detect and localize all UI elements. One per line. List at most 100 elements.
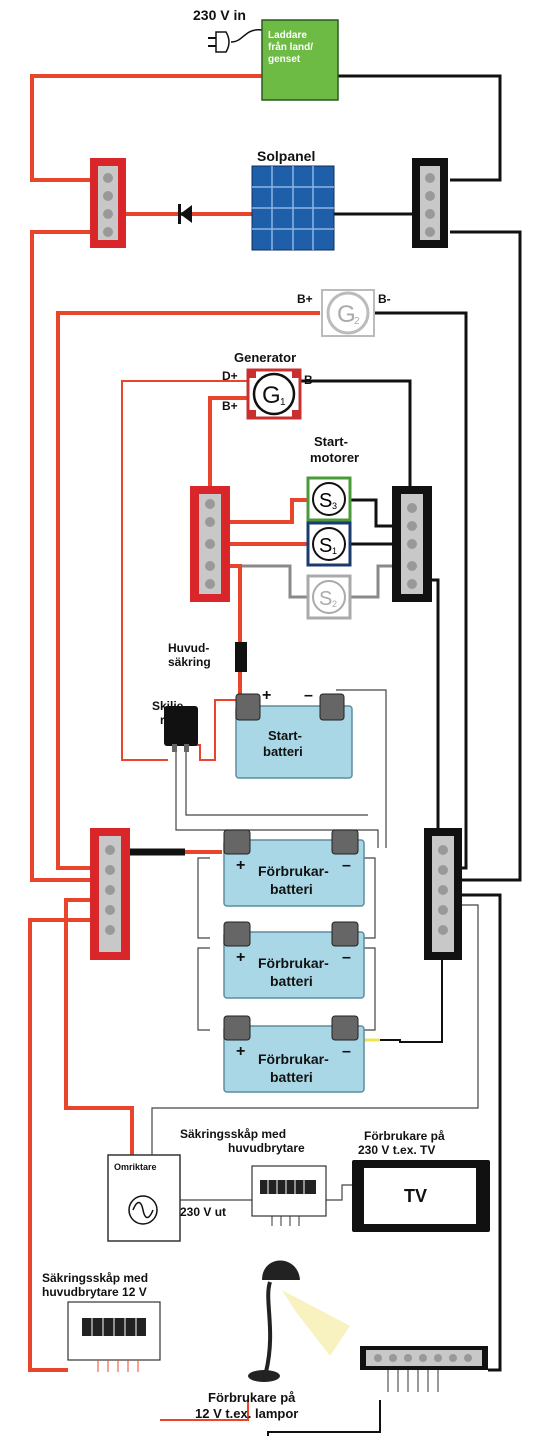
battery2-label-1: Förbrukar- bbox=[258, 955, 329, 971]
plug-icon bbox=[208, 29, 263, 53]
fuse-box-main-label-1: Säkringsskåp med bbox=[180, 1127, 286, 1141]
main-fuse-label-2: säkring bbox=[168, 655, 211, 669]
fusebox12-positive-wire bbox=[28, 918, 100, 1372]
relay-positive-wire bbox=[194, 699, 240, 761]
battery2-minus: – bbox=[342, 949, 351, 966]
g2-subscript: 2 bbox=[354, 316, 360, 327]
battery1-label-2: batteri bbox=[270, 881, 313, 897]
battery-link-1 bbox=[197, 857, 210, 939]
negative-terminal-bar bbox=[360, 1346, 488, 1392]
start-battery-terminal-minus bbox=[319, 693, 345, 721]
main-fuse-box: Säkringsskåp med huvudbrytare bbox=[180, 1127, 327, 1226]
charger-box bbox=[261, 19, 339, 101]
s3-subscript: 3 bbox=[332, 501, 337, 511]
charger-positive-wire bbox=[30, 74, 262, 182]
solar-busbar-to-consumer-busbar-wire bbox=[30, 230, 100, 882]
g2-letter: G bbox=[337, 301, 356, 328]
s2-letter: S bbox=[319, 588, 332, 610]
wires bbox=[28, 74, 522, 1436]
shore-power: 230 V in Laddare från land/ genset bbox=[193, 7, 339, 101]
negative-busbar-down-wire bbox=[450, 230, 522, 882]
start-motors-label-2: motorer bbox=[310, 450, 359, 465]
g1-dplus-wire bbox=[121, 380, 248, 761]
generator-g1: Generator D+ B+ B- G 1 bbox=[222, 350, 317, 420]
fuse-box-main-label-2: huvudbrytare bbox=[228, 1141, 305, 1155]
inverter-negative-wire bbox=[151, 904, 479, 1155]
tv-supply-wire bbox=[325, 1184, 356, 1201]
start-battery-label-1: Start- bbox=[268, 728, 302, 743]
battery-link-2 bbox=[197, 947, 210, 1031]
relay-sense-wire bbox=[175, 745, 379, 848]
main-fuse: Huvud- säkring bbox=[168, 641, 247, 672]
negative-bar-wire bbox=[452, 893, 502, 1372]
battery3-minus: – bbox=[342, 1043, 351, 1060]
battery1-plus: + bbox=[236, 857, 245, 874]
solar-panel-label: Solpanel bbox=[257, 148, 315, 164]
fuse-box-12v-label-2: huvudbrytare 12 V bbox=[42, 1285, 147, 1299]
charger-label-2: från land/ bbox=[268, 41, 313, 53]
consumer-battery-3: + – Förbrukar- batteri bbox=[223, 1015, 365, 1093]
fuse-box-12v: Säkringsskåp med huvudbrytare 12 V bbox=[42, 1271, 161, 1372]
start-battery-plus: + bbox=[262, 687, 271, 704]
battery1-label-1: Förbrukar- bbox=[258, 863, 329, 879]
battery3-plus: + bbox=[236, 1043, 245, 1060]
s2-subscript: 2 bbox=[332, 599, 337, 609]
consumers-12-label-2: 12 V t.ex. lampor bbox=[195, 1406, 298, 1421]
s1-letter: S bbox=[319, 535, 332, 557]
start-motors: Start- motorer S 3 S 1 S 2 bbox=[306, 434, 359, 620]
start-motors-label-1: Start- bbox=[314, 434, 348, 449]
relay-output-wire bbox=[185, 745, 368, 816]
start-negative-wire bbox=[425, 578, 440, 840]
isolator-relay: Skilje- relä bbox=[152, 699, 198, 752]
charger-label-3: genset bbox=[268, 54, 301, 65]
inverter-positive-wire bbox=[64, 898, 134, 1155]
lamp-positive-wire bbox=[160, 1400, 249, 1421]
battery3-label-1: Förbrukar- bbox=[258, 1051, 329, 1067]
charger-negative-wire bbox=[338, 74, 502, 182]
s2-negative-wire bbox=[350, 564, 400, 599]
inverter: Omriktare 230 V ut bbox=[107, 1154, 226, 1242]
inverter-label: Omriktare bbox=[114, 1162, 157, 1172]
g1-dplus-label: D+ bbox=[222, 369, 238, 383]
g1-bplus-label: B+ bbox=[222, 399, 238, 413]
g1-letter: G bbox=[262, 382, 281, 409]
s1-subscript: 1 bbox=[332, 546, 337, 556]
battery2-plus: + bbox=[236, 949, 245, 966]
s3-negative-wire bbox=[350, 498, 400, 528]
diode-icon bbox=[178, 204, 192, 224]
solar-panel bbox=[251, 165, 335, 251]
start-battery: + – Start- batteri bbox=[235, 687, 353, 779]
consumers-12-label: Förbrukare på 12 V t.ex. lampor bbox=[195, 1390, 298, 1421]
g1-bminus-wire bbox=[300, 379, 412, 500]
charger-label-1: Laddare bbox=[268, 30, 307, 41]
consumers-230-label-2: 230 V t.ex. TV bbox=[358, 1143, 435, 1157]
s3-positive-wire bbox=[225, 498, 308, 524]
s3-letter: S bbox=[319, 490, 332, 512]
g2-bplus-label: B+ bbox=[297, 292, 313, 306]
generator-g2: B+ B- G 2 bbox=[297, 289, 391, 337]
battery2-label-2: batteri bbox=[270, 973, 313, 989]
battery1-minus: – bbox=[342, 857, 351, 874]
tv-consumer: Förbrukare på 230 V t.ex. TV TV bbox=[352, 1129, 490, 1232]
start-battery-minus: – bbox=[304, 687, 313, 704]
battery-link-4 bbox=[362, 947, 376, 1031]
solar-row: Solpanel bbox=[90, 148, 448, 251]
g2-bminus-label: B- bbox=[378, 292, 391, 306]
start-battery-terminal-plus bbox=[235, 693, 261, 721]
consumer-negative-wire bbox=[368, 940, 443, 1043]
consumer-busbars bbox=[90, 828, 462, 960]
start-busbars bbox=[190, 486, 432, 602]
g1-bminus-label: B- bbox=[304, 373, 317, 387]
tv-label: TV bbox=[404, 1186, 427, 1206]
ac-out-label: 230 V ut bbox=[180, 1205, 226, 1219]
fuse-box-12v-label-1: Säkringsskåp med bbox=[42, 1271, 148, 1285]
consumer-battery-2: + – Förbrukar- batteri bbox=[223, 921, 365, 999]
main-fuse-label-1: Huvud- bbox=[168, 641, 209, 655]
start-battery-label-2: batteri bbox=[263, 744, 303, 759]
start-battery-negative-wire bbox=[336, 689, 387, 848]
consumer-battery-1: + – Förbrukar- batteri bbox=[223, 829, 365, 907]
battery3-label-2: batteri bbox=[270, 1069, 313, 1085]
g1-subscript: 1 bbox=[280, 397, 286, 408]
consumers-12-label-1: Förbrukare på bbox=[208, 1390, 296, 1405]
